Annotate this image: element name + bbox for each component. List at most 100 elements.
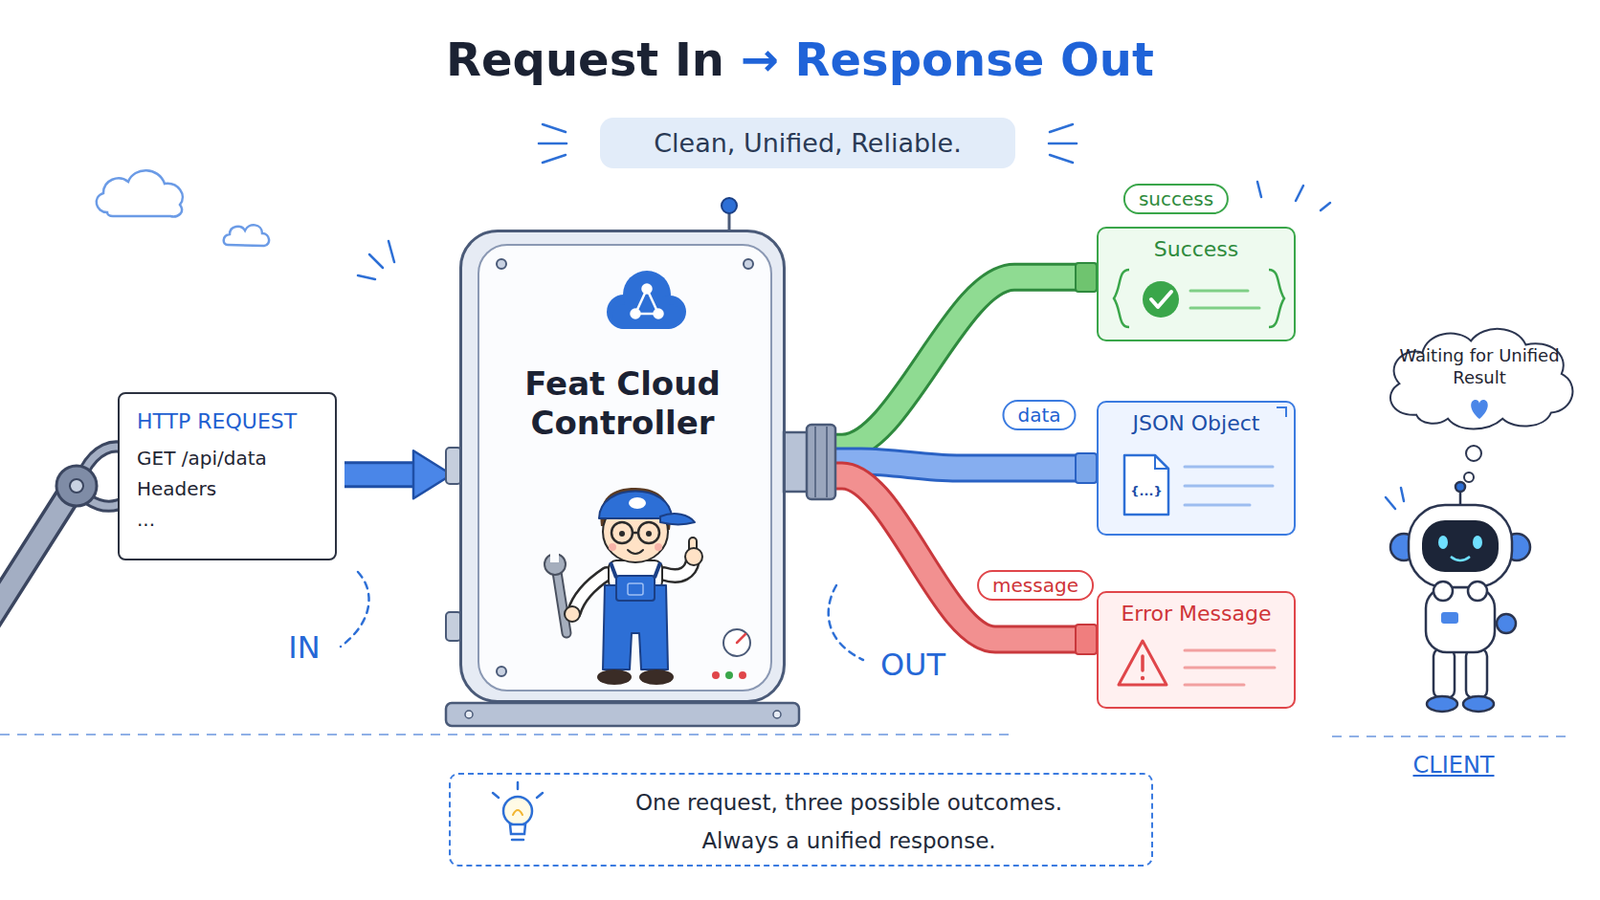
mascot bbox=[639, 669, 674, 686]
tip-note: One request, three possible outcomes.Alw… bbox=[448, 773, 1154, 867]
robot-client bbox=[1472, 535, 1483, 550]
success-pipe bbox=[785, 277, 1097, 448]
sparkle bbox=[1400, 488, 1404, 502]
node-detail: GET /api/data bbox=[136, 443, 320, 474]
error-card bbox=[1096, 591, 1296, 710]
robot-client bbox=[1438, 535, 1448, 550]
lightbulb bbox=[511, 839, 524, 843]
pipe-coupling bbox=[814, 426, 817, 498]
sparkle bbox=[1257, 181, 1262, 198]
request-arrow bbox=[344, 464, 414, 486]
node-text: One request, three possible outcomes. bbox=[575, 783, 1123, 823]
robot-client bbox=[1463, 696, 1494, 712]
ground-line bbox=[0, 734, 1570, 737]
sky-cloud bbox=[223, 224, 269, 246]
pipe-coupling bbox=[1075, 624, 1097, 655]
mascot bbox=[632, 532, 639, 535]
sky-cloud bbox=[96, 170, 269, 246]
node-text: Error Message bbox=[1098, 601, 1294, 626]
mascot bbox=[685, 548, 703, 566]
error-card bbox=[1140, 676, 1145, 681]
pipe-coupling bbox=[783, 432, 809, 492]
error-card bbox=[1140, 656, 1145, 671]
machine-housing bbox=[736, 634, 746, 644]
mascot bbox=[597, 669, 632, 686]
error-card bbox=[1096, 591, 1296, 710]
success-box: Success bbox=[1096, 226, 1296, 342]
flow-label: OUT bbox=[880, 646, 946, 684]
flow-hint bbox=[340, 572, 370, 647]
sparkle bbox=[542, 155, 566, 163]
mascot bbox=[556, 572, 567, 634]
json-card bbox=[1124, 455, 1169, 515]
robot-client bbox=[1459, 491, 1463, 506]
success-card bbox=[1190, 307, 1260, 311]
machine-housing bbox=[728, 212, 732, 230]
robot-client bbox=[1433, 581, 1453, 601]
sparkle bbox=[1320, 202, 1331, 211]
robot-client bbox=[1426, 696, 1458, 712]
json-card bbox=[1276, 407, 1287, 418]
robot-client bbox=[1466, 648, 1488, 699]
mascot bbox=[654, 562, 661, 578]
machine-housing bbox=[459, 229, 786, 704]
json-card bbox=[1184, 504, 1250, 508]
success-card bbox=[1268, 269, 1285, 328]
error-pipe bbox=[785, 475, 1097, 640]
sparkle bbox=[1049, 124, 1073, 133]
node-text: Feat Cloud Controller bbox=[498, 364, 748, 444]
json-card bbox=[1155, 455, 1169, 469]
machine-housing bbox=[445, 198, 800, 727]
icon-text: {...} bbox=[1130, 484, 1162, 499]
node-text: Success bbox=[1098, 237, 1294, 262]
sparkle bbox=[1385, 497, 1396, 510]
thought-bubble: Waiting for Unified Result bbox=[1374, 317, 1585, 437]
sky-cloud bbox=[96, 170, 183, 217]
mascot bbox=[627, 583, 644, 596]
controller-machine: Feat Cloud Controller bbox=[459, 229, 786, 704]
thought-dots bbox=[1464, 472, 1474, 483]
machine-housing bbox=[445, 703, 800, 727]
json-card bbox=[1096, 400, 1296, 536]
mascot bbox=[645, 531, 652, 537]
flow-hint bbox=[828, 585, 864, 661]
pipe-coupling bbox=[825, 426, 828, 498]
mascot bbox=[556, 572, 567, 634]
sparkle bbox=[1049, 155, 1073, 163]
mascot bbox=[574, 574, 607, 613]
machine-housing bbox=[496, 666, 507, 677]
cloud-logo bbox=[606, 270, 687, 330]
actor-label: CLIENT bbox=[1413, 752, 1495, 779]
lightbulb bbox=[510, 824, 526, 835]
robot-arm bbox=[0, 497, 67, 634]
node-text: HTTP REQUEST bbox=[136, 409, 320, 434]
thought-dots bbox=[1470, 400, 1489, 420]
robot-client bbox=[1408, 505, 1512, 588]
machine-housing bbox=[711, 671, 720, 680]
machine-housing bbox=[725, 671, 734, 680]
json-card bbox=[1184, 485, 1273, 489]
robot-client bbox=[1390, 482, 1531, 712]
machine-housing bbox=[773, 711, 781, 719]
lightbulb bbox=[492, 782, 543, 841]
pipe-coupling bbox=[783, 263, 1097, 655]
sparkle bbox=[1295, 185, 1304, 201]
flow-label: IN bbox=[288, 629, 320, 667]
error-card bbox=[1118, 641, 1167, 686]
node-detail: ... bbox=[136, 504, 320, 535]
ground-line bbox=[1332, 735, 1570, 738]
mascot bbox=[627, 550, 644, 555]
success-card bbox=[1190, 289, 1248, 293]
mascot bbox=[611, 522, 633, 544]
json-card bbox=[1184, 466, 1273, 469]
machine-housing bbox=[738, 671, 747, 680]
machine-housing bbox=[496, 259, 507, 269]
lightbulb bbox=[516, 782, 520, 790]
mascot bbox=[638, 522, 660, 544]
robot-client bbox=[1450, 556, 1470, 561]
error-pipe bbox=[785, 475, 1097, 640]
sparkle bbox=[538, 142, 567, 146]
mascot bbox=[610, 562, 617, 578]
robot-arm bbox=[0, 446, 129, 634]
